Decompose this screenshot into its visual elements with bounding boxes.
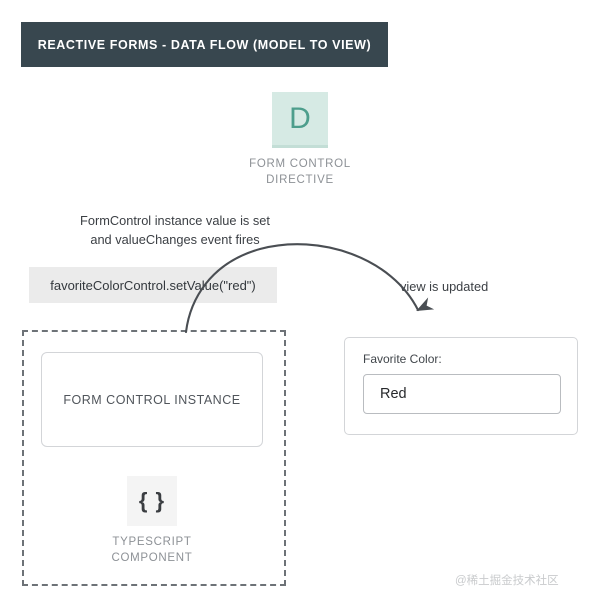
directive-caption: FORM CONTROL DIRECTIVE	[240, 157, 360, 188]
typescript-component-region	[22, 330, 286, 586]
typescript-caption-line1: TYPESCRIPT	[112, 536, 192, 548]
typescript-component-caption: TYPESCRIPT COMPONENT	[94, 535, 210, 566]
view-card: Favorite Color: Red	[344, 337, 578, 435]
curly-braces-icon: { }	[127, 476, 177, 526]
model-flow-annotation-line2: and valueChanges event fires	[90, 231, 260, 247]
model-flow-annotation-line1: FormControl instance value is set	[80, 213, 270, 228]
directive-caption-line1: FORM CONTROL	[249, 158, 351, 170]
header-banner: REACTIVE FORMS - DATA FLOW (MODEL TO VIE…	[21, 22, 388, 67]
page-title: REACTIVE FORMS - DATA FLOW (MODEL TO VIE…	[37, 37, 372, 52]
set-value-code-text: favoriteColorControl.setValue("red")	[50, 277, 256, 293]
favorite-color-label: Favorite Color:	[363, 352, 442, 366]
typescript-caption-line2: COMPONENT	[111, 551, 193, 564]
set-value-code-chip: favoriteColorControl.setValue("red")	[29, 267, 277, 303]
watermark: @稀土掘金技术社区	[455, 575, 559, 587]
directive-caption-line2: DIRECTIVE	[266, 173, 334, 186]
form-control-instance-box: FORM CONTROL INSTANCE	[41, 352, 263, 447]
curly-braces-glyph: { }	[138, 488, 166, 513]
directive-tile-icon: D	[272, 92, 328, 148]
model-flow-annotation: FormControl instance value is set and va…	[30, 212, 320, 249]
form-control-instance-label: FORM CONTROL INSTANCE	[63, 392, 241, 407]
typescript-component-group: { } TYPESCRIPT COMPONENT	[94, 476, 210, 566]
favorite-color-input-value: Red	[380, 386, 407, 402]
form-control-directive-group: D FORM CONTROL DIRECTIVE	[240, 92, 360, 188]
view-updated-annotation: view is updated	[400, 279, 489, 294]
directive-letter-glyph: D	[289, 101, 311, 135]
favorite-color-input[interactable]: Red	[363, 374, 561, 414]
